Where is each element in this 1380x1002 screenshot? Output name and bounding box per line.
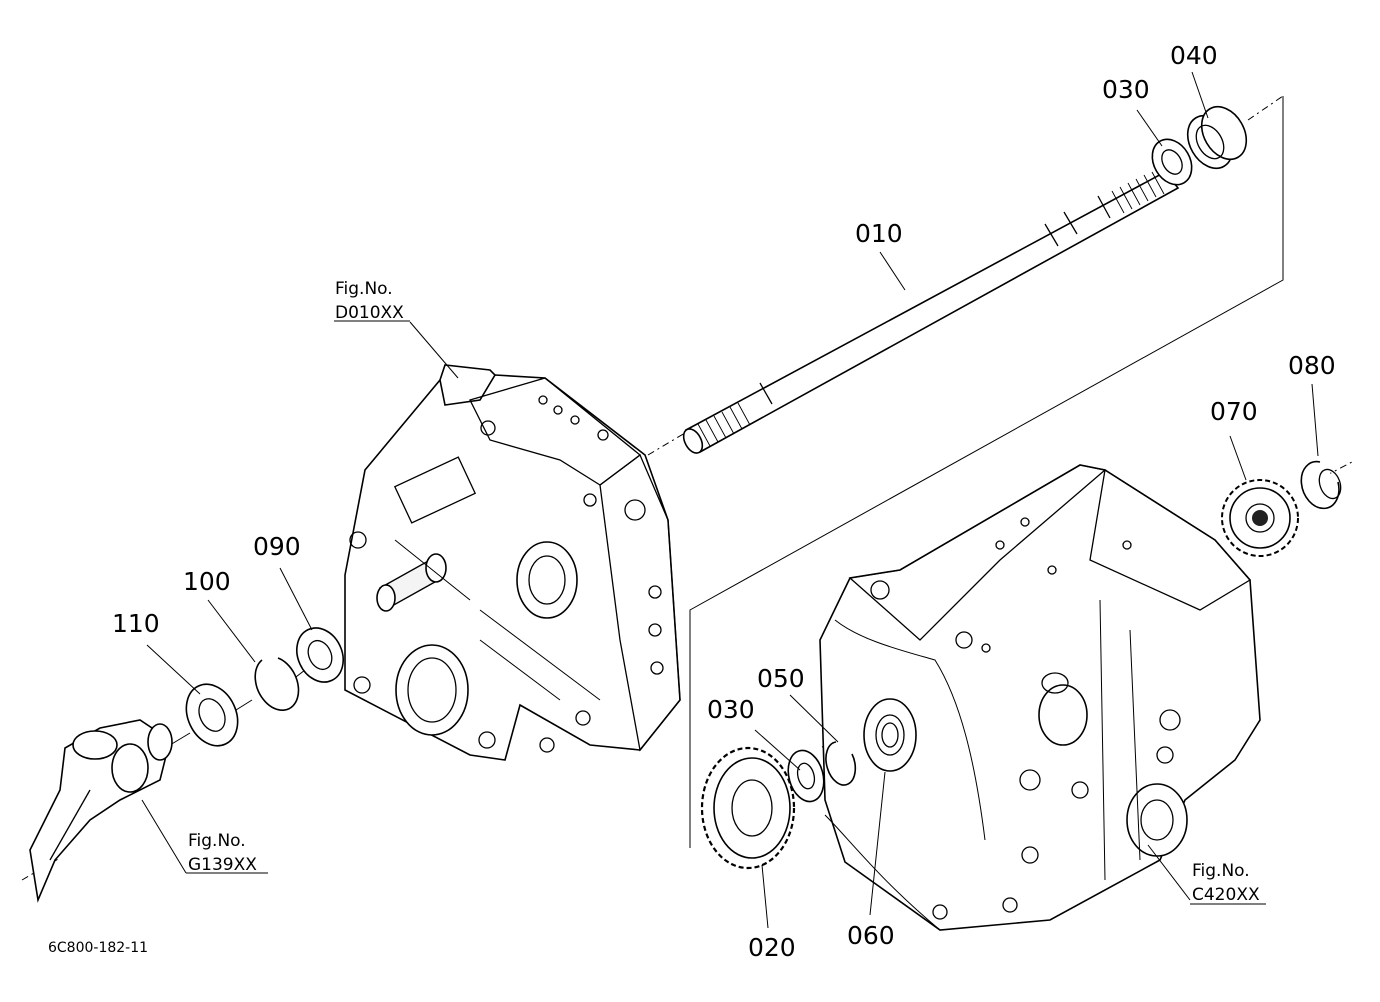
universal-joint — [29, 719, 173, 903]
part-number-110: 110 — [112, 609, 160, 638]
part-number-050: 050 — [757, 664, 805, 693]
gear-lower — [700, 746, 796, 870]
part-number-100: 100 — [183, 567, 231, 596]
drawing-code: 6C800-182-11 — [48, 940, 148, 956]
part-number-080: 080 — [1288, 351, 1336, 380]
part-number-030-upper: 030 — [1102, 75, 1150, 104]
fig-ref-title-c420xx: Fig.No. — [1192, 861, 1250, 881]
transmission-case-left — [344, 364, 681, 761]
fig-ref-code-c420xx: C420XX — [1192, 885, 1260, 905]
part-number-030-lower: 030 — [707, 695, 755, 724]
transmission-case-right — [819, 464, 1261, 931]
needle-bearing — [1186, 105, 1248, 170]
fig-ref-code-d010xx: D010XX — [335, 303, 404, 323]
circlip-lower — [825, 741, 857, 786]
part-number-090: 090 — [253, 532, 301, 561]
figure-references: Fig.No. D010XX Fig.No. G139XX Fig.No. C4… — [188, 279, 1260, 905]
thrust-washer-upper — [1151, 138, 1193, 186]
ball-bearing-lower — [863, 698, 917, 772]
fig-ref-code-g139xx: G139XX — [188, 855, 257, 875]
circlip-upper — [1300, 460, 1342, 510]
part-labels: 010 030 040 070 080 090 100 110 050 030 … — [112, 41, 1336, 962]
part-number-010: 010 — [855, 219, 903, 248]
part-number-060: 060 — [847, 921, 895, 950]
part-number-020: 020 — [748, 933, 796, 962]
part-number-040: 040 — [1170, 41, 1218, 70]
part-number-070: 070 — [1210, 397, 1258, 426]
fig-ref-title-d010xx: Fig.No. — [335, 279, 393, 299]
snap-ring-100 — [254, 657, 300, 712]
fig-ref-title-g139xx: Fig.No. — [188, 831, 246, 851]
bearing-090 — [296, 627, 344, 683]
main-shaft — [682, 170, 1180, 454]
gear-upper — [1221, 479, 1299, 557]
leader-lines — [141, 71, 1319, 929]
thrust-washer-lower — [787, 749, 825, 803]
oil-seal-110 — [185, 683, 239, 747]
